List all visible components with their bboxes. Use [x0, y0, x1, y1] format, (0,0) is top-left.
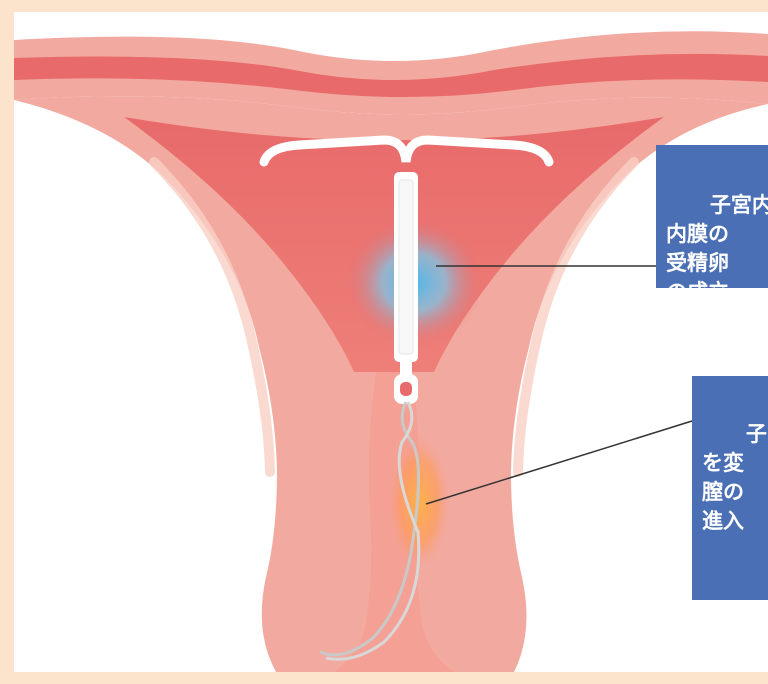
- illustration-panel: 子宮内 内膜の 受精卵 の成立 子宮 を変 膣の 進入: [14, 12, 768, 672]
- callout-box-cervical-mucus: 子宮 を変 膣の 進入: [692, 376, 768, 600]
- callout-text-cervical-mucus: 子宮 を変 膣の 進入: [702, 422, 768, 533]
- iud-loop-hole: [400, 382, 412, 396]
- callout-text-endometrium: 子宮内 内膜の 受精卵 の成立: [666, 193, 768, 288]
- uterus-iud-illustration: [14, 12, 768, 672]
- iud-neck: [400, 357, 412, 375]
- callout-box-endometrium: 子宮内 内膜の 受精卵 の成立: [656, 145, 768, 288]
- iud-stem-inner: [399, 180, 413, 354]
